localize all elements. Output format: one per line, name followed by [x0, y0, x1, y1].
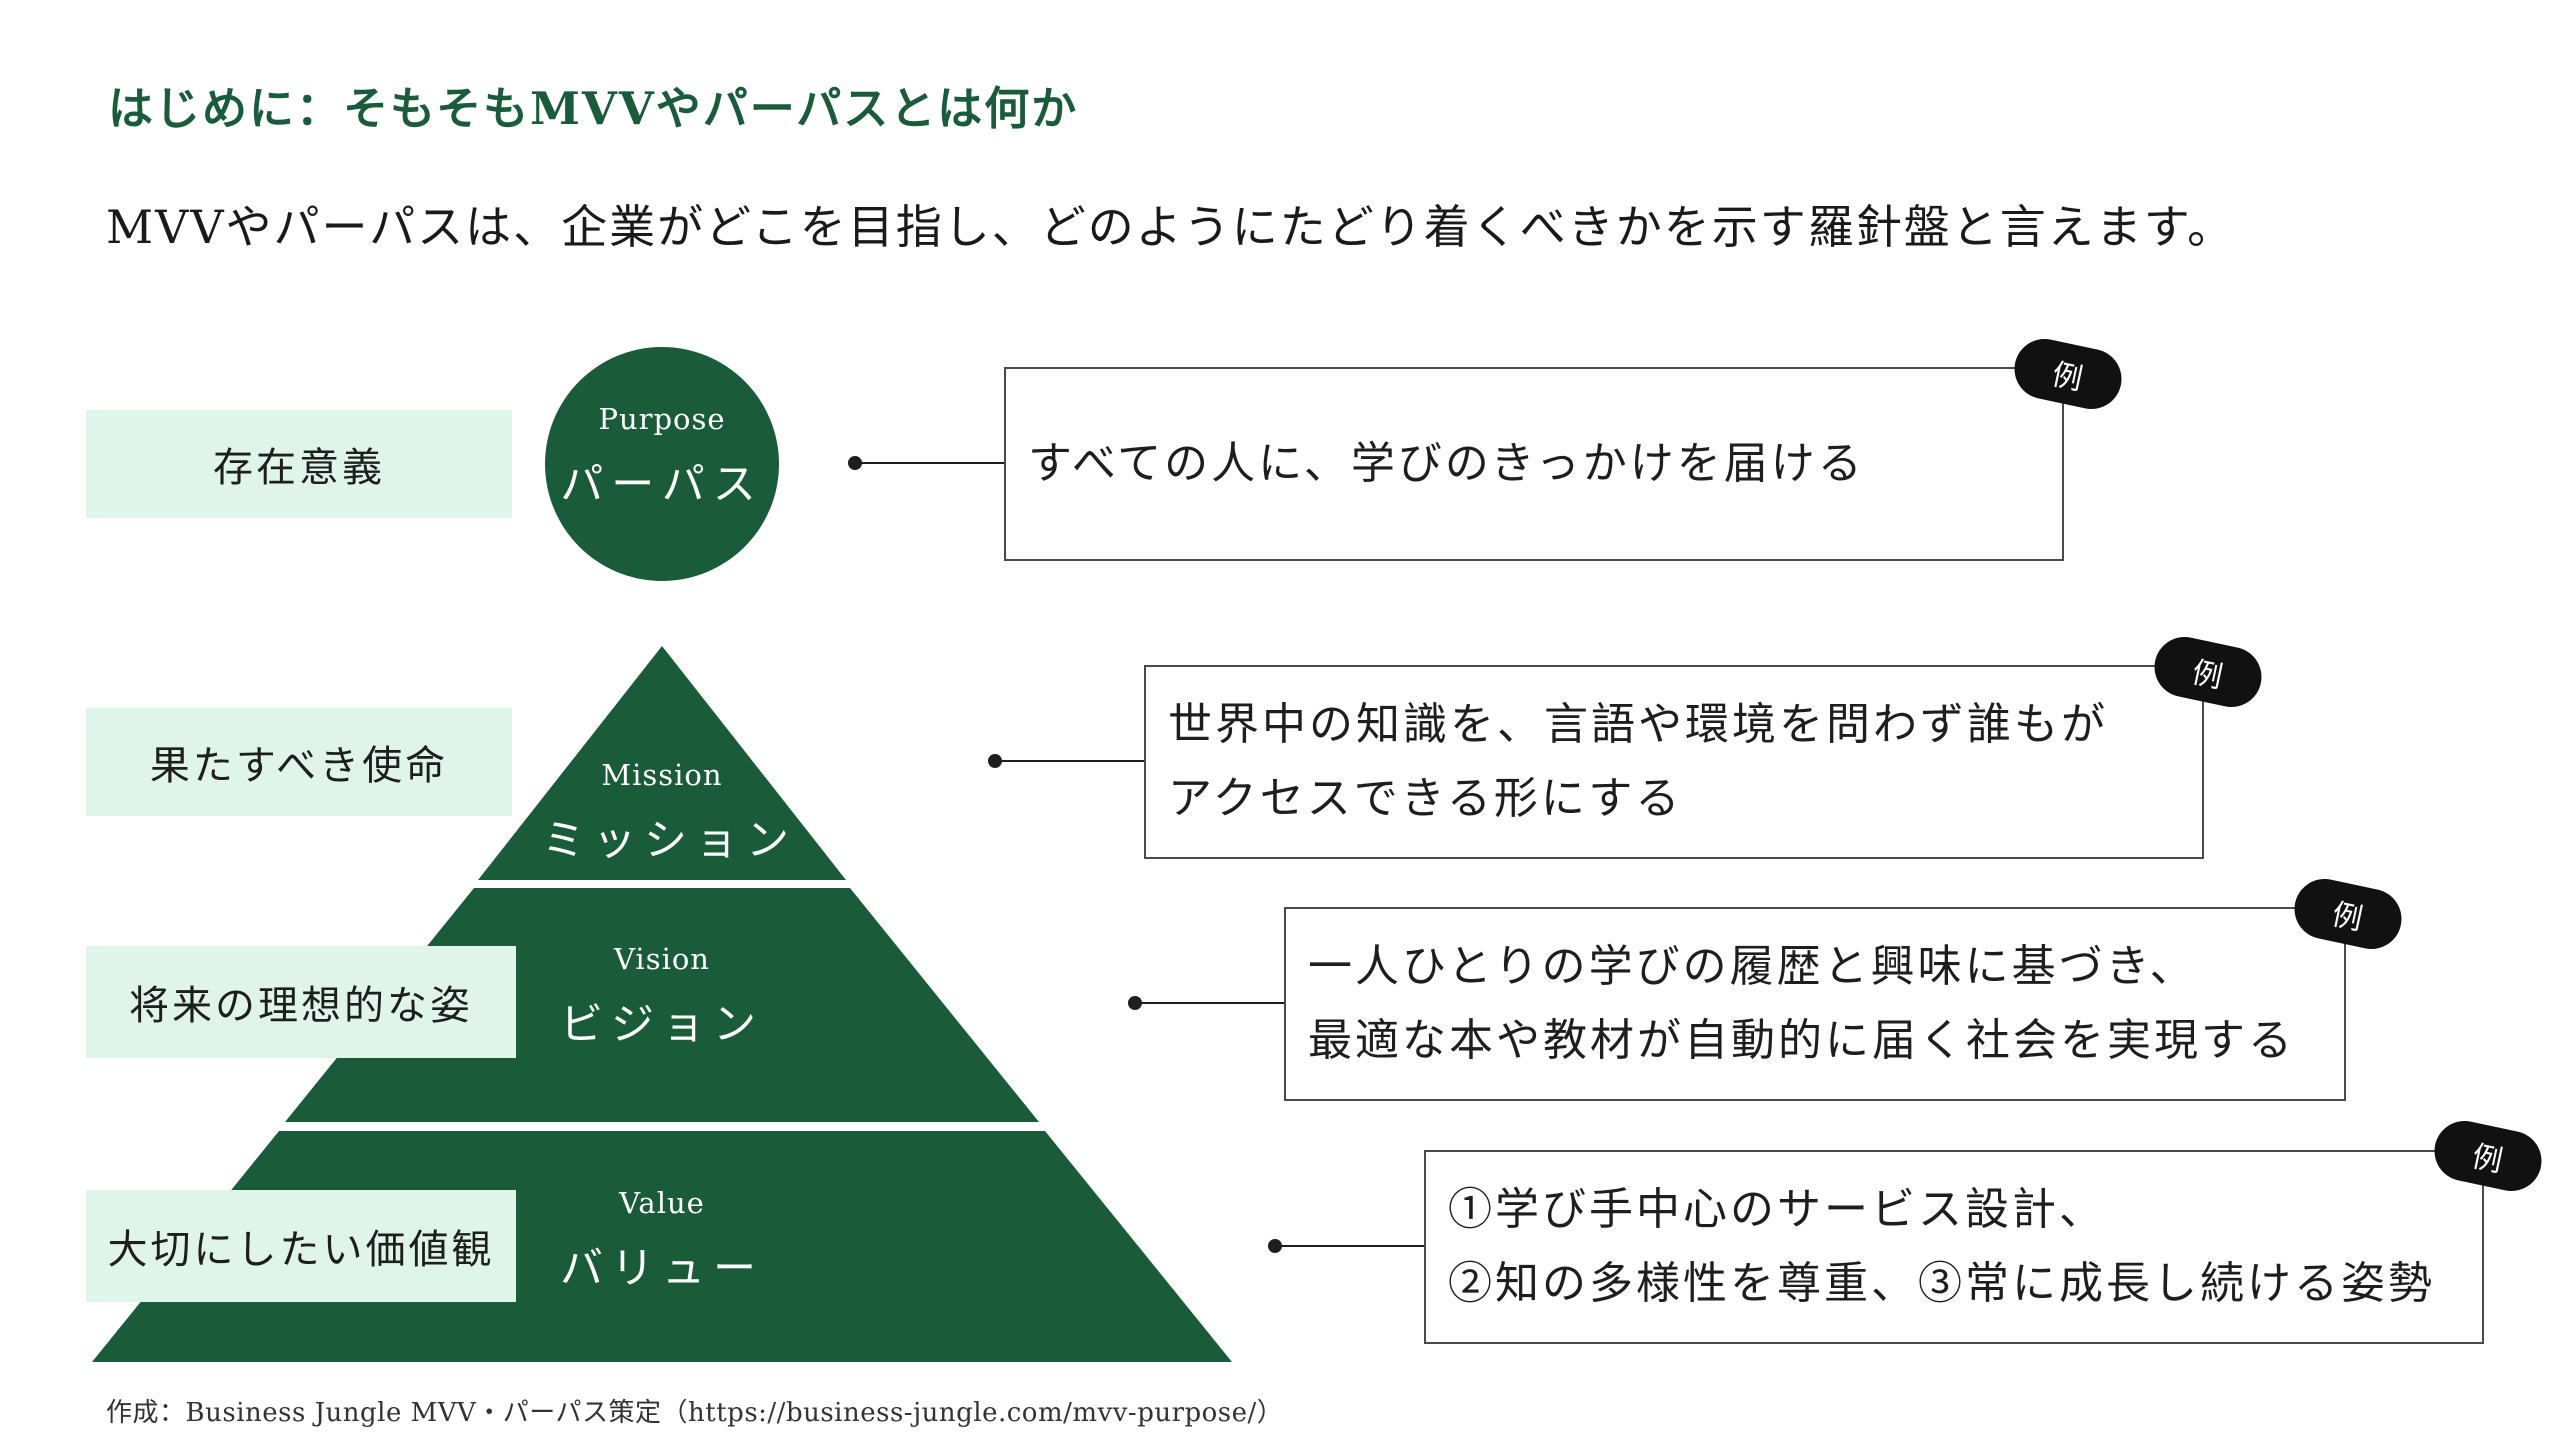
value-tier	[92, 1131, 1232, 1362]
value-jp: バリュー	[560, 1244, 764, 1294]
example-purpose-line-1: すべての人に、学びのきっかけを届ける	[1028, 438, 1865, 489]
example-box-vision: 一人ひとりの学びの履歴と興味に基づき、 最適な本や教材が自動的に届く社会を実現す…	[1284, 907, 2346, 1101]
example-box-value: ①学び手中心のサービス設計、 ②知の多様性を尊重、③常に成長し続ける姿勢	[1424, 1150, 2484, 1344]
lead-text: MVVやパーパスは、企業がどこを目指し、どのようにたどり着くべきかを示す羅針盤と…	[106, 200, 2236, 254]
mission-jp: ミッション	[542, 816, 797, 866]
source-credit: 作成：Business Jungle MVV・パーパス策定（https://bu…	[106, 1398, 1284, 1428]
purpose-en: Purpose	[598, 402, 726, 436]
connector-dot-vision	[1128, 996, 1142, 1010]
purpose-level-text: Purpose パーパス	[542, 402, 782, 512]
example-mission-line-1: 世界中の知識を、言語や環境を問わず誰もが	[1168, 699, 2108, 750]
purpose-jp: パーパス	[560, 460, 764, 510]
label-vision: 将来の理想的な姿	[86, 946, 516, 1058]
example-vision-line-2: 最適な本や教材が自動的に届く社会を実現する	[1308, 1015, 2295, 1066]
value-level-text: Value バリュー	[542, 1186, 782, 1296]
purpose-circle	[545, 347, 779, 581]
example-value-line-2: ②知の多様性を尊重、③常に成長し続ける姿勢	[1448, 1258, 2435, 1309]
page-heading: はじめに：そもそもMVVやパーパスとは何か	[108, 82, 1079, 135]
example-box-mission: 世界中の知識を、言語や環境を問わず誰もが アクセスできる形にする	[1144, 665, 2204, 859]
example-value-line-1: ①学び手中心のサービス設計、	[1448, 1184, 2106, 1235]
value-en: Value	[619, 1186, 705, 1220]
connector-dot-mission	[988, 754, 1002, 768]
mission-en: Mission	[601, 758, 723, 792]
vision-en: Vision	[613, 942, 710, 976]
label-purpose: 存在意義	[86, 410, 512, 518]
label-value: 大切にしたい価値観	[86, 1190, 516, 1302]
connector-dot-purpose	[848, 456, 862, 470]
label-mission: 果たすべき使命	[86, 708, 512, 816]
mission-level-text: Mission ミッション	[542, 758, 797, 868]
example-mission-line-2: アクセスできる形にする	[1168, 773, 1683, 824]
connector-dot-value	[1268, 1239, 1282, 1253]
mission-tier	[478, 646, 846, 880]
example-vision-line-1: 一人ひとりの学びの履歴と興味に基づき、	[1308, 941, 2197, 992]
example-box-purpose: すべての人に、学びのきっかけを届ける	[1004, 367, 2064, 561]
vision-jp: ビジョン	[560, 1000, 764, 1050]
vision-level-text: Vision ビジョン	[542, 942, 782, 1052]
